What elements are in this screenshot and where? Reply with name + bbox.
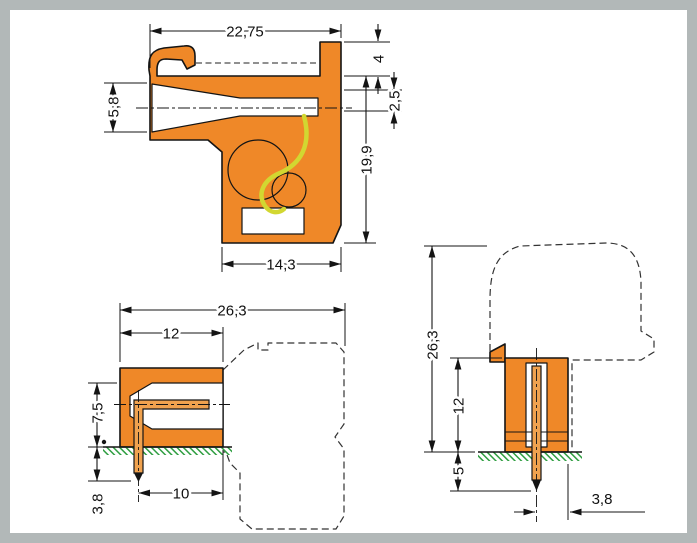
dim-entry-height: 5,8 [103,82,147,133]
dim-total-width: 22,75 [149,21,342,68]
dim-label-pin-below-board-front: 5 [450,467,467,475]
pcb-board [103,447,232,455]
dim-label-total-depth: 26,3 [217,302,246,319]
frame-left [0,0,10,543]
ghost-mating-connector-front [489,242,655,452]
reference-dot [101,439,107,445]
dim-socket-height-front: 12 [448,357,502,452]
frame-right [687,0,697,543]
frame-top [0,0,697,10]
view-front: 26,3 12 5 3,8 [422,242,655,522]
dim-label-pin-below-board-side: 3,8 [89,494,106,515]
dim-total-depth: 26,3 [119,300,346,362]
clamp-spring-chamber-inner [271,172,307,208]
dim-pin-below-board-side: 3,8 [87,447,131,517]
dim-label-pin-to-edge-side: 10 [173,485,190,502]
dim-label-socket-depth: 12 [163,325,180,342]
dim-label-entry-height: 5,8 [105,97,122,118]
dim-label-total-height: 19,9 [358,145,375,174]
dim-label-socket-height-front: 12 [450,398,467,415]
dim-label-total-width: 22,75 [226,23,264,40]
latch-rib-front [490,344,505,362]
view-side-upper: 22,75 4 5,8 2,5 19,9 [103,21,406,276]
dim-label-total-height-front: 26,3 [424,330,441,359]
dim-label-base-width: 14,3 [266,256,295,273]
dim-total-height: 19,9 [344,76,378,244]
dim-label-step-height: 2,5 [386,91,403,112]
dim-rib-height: 4 [344,24,390,94]
dim-total-height-front: 26,3 [422,245,487,453]
view-side-lower: 26,3 12 7,5 3,8 10 [87,300,346,530]
clamp-spring [259,113,309,215]
pcb-board-front [478,452,582,461]
dim-step-height: 2,5 [344,72,406,129]
dim-label-height-above-board: 7,5 [89,403,106,424]
ghost-mating-connector [222,342,345,530]
dim-pin-to-edge-side: 10 [138,450,224,505]
dim-pin-to-center-front: 3,8 [514,464,645,520]
dim-pin-below-board-front: 5 [448,452,531,492]
dim-label-rib-height: 4 [370,55,387,63]
dim-label-pin-to-center-front: 3,8 [592,491,613,508]
dim-height-above-board: 7,5 [87,382,117,448]
dim-base-width: 14,3 [221,247,342,276]
frame-bottom [0,533,697,543]
dim-socket-depth: 12 [120,323,224,362]
